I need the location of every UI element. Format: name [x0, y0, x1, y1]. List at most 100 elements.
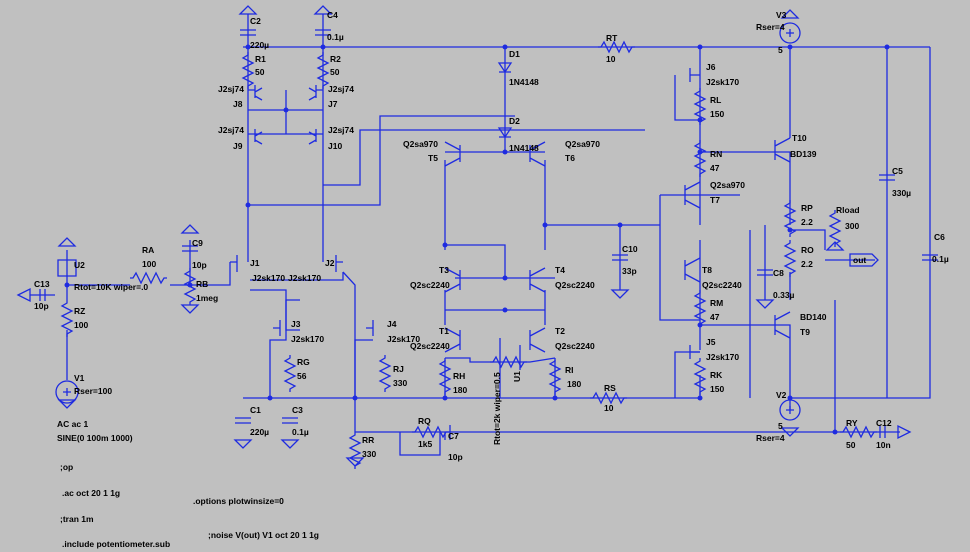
J2-model: J2sk170 — [288, 273, 321, 283]
RN-value: 47 — [710, 163, 720, 173]
RM-ref: RM — [710, 298, 723, 308]
resistor-symbols — [61, 41, 878, 470]
RP-ref: RP — [801, 203, 813, 213]
T2-ref: T2 — [555, 326, 565, 336]
RB-value: 1meg — [196, 293, 218, 303]
T4-model: Q2sc2240 — [555, 280, 595, 290]
directive-options: .options plotwinsize=0 — [193, 496, 284, 506]
ground-symbols — [16, 5, 912, 467]
RI-value: 180 — [567, 379, 581, 389]
J4-ref: J4 — [387, 319, 397, 329]
RH-value: 180 — [453, 385, 467, 395]
D1-ref: D1 — [509, 49, 520, 59]
C12-ref: C12 — [876, 418, 892, 428]
directive-include: .include potentiometer.sub — [62, 539, 170, 549]
C10-ref: C10 — [622, 244, 638, 254]
transistor-symbols — [57, 68, 791, 370]
RZ-ref: RZ — [74, 306, 85, 316]
RK-ref: RK — [710, 370, 723, 380]
T6-ref: T6 — [565, 153, 575, 163]
RO-ref: RO — [801, 245, 814, 255]
V3-ref: V3 — [776, 10, 787, 20]
RR-ref: RR — [362, 435, 374, 445]
D1-model: 1N4148 — [509, 77, 539, 87]
C1-value: 220µ — [250, 427, 269, 437]
J10-ref: J10 — [328, 141, 342, 151]
wires — [30, 14, 931, 456]
J9-model: J2sj74 — [218, 125, 244, 135]
C2-ref: C2 — [250, 16, 261, 26]
J3-ref: J3 — [291, 319, 301, 329]
C5-ref: C5 — [892, 166, 903, 176]
spice-directives[interactable]: ;op .ac oct 20 1 1g ;tran 1m .include po… — [60, 462, 319, 549]
RG-value: 56 — [297, 371, 307, 381]
T2-model: Q2sc2240 — [555, 341, 595, 351]
T9-model: BD140 — [800, 312, 827, 322]
RY-value: 50 — [846, 440, 856, 450]
V3-value: 5 — [778, 45, 783, 55]
RL-value: 150 — [710, 109, 724, 119]
V1-sine: SINE(0 100m 1000) — [57, 433, 133, 443]
C7-value: 10p — [448, 452, 463, 462]
T3-model: Q2sc2240 — [410, 280, 450, 290]
J10-model: J2sj74 — [328, 125, 354, 135]
T1-model: Q2sc2240 — [410, 341, 450, 351]
RY-ref: RY — [846, 418, 858, 428]
D2-model: 1N4148 — [509, 143, 539, 153]
RM-value: 47 — [710, 312, 720, 322]
U1-value: Rtot=2k wiper=0.5 — [492, 372, 502, 445]
RK-value: 150 — [710, 384, 724, 394]
RQ-ref: RQ — [418, 416, 431, 426]
T3-ref: T3 — [439, 265, 449, 275]
T1-ref: T1 — [439, 326, 449, 336]
J9-ref: J9 — [233, 141, 243, 151]
C3-ref: C3 — [292, 405, 303, 415]
C6-ref: C6 — [934, 232, 945, 242]
out-label-flag — [849, 253, 879, 267]
J5-model: J2sk170 — [706, 352, 739, 362]
C2-value: 220µ — [250, 40, 269, 50]
R1-value: 50 — [255, 67, 265, 77]
voltage-sources — [55, 22, 801, 421]
directive-tran: ;tran 1m — [60, 514, 94, 524]
J2-ref: J2 — [325, 258, 335, 268]
T6-model: Q2sa970 — [565, 139, 600, 149]
C4-ref: C4 — [327, 10, 338, 20]
C5-value: 330µ — [892, 188, 911, 198]
J3-model: J2sk170 — [291, 334, 324, 344]
J4-model: J2sk170 — [387, 334, 420, 344]
C8-ref: C8 — [773, 268, 784, 278]
J8-model: J2sj74 — [218, 84, 244, 94]
R2-value: 50 — [330, 67, 340, 77]
RA-value: 100 — [142, 259, 156, 269]
RG-ref: RG — [297, 357, 310, 367]
V1-ac: AC ac 1 — [57, 419, 88, 429]
J1-ref: J1 — [250, 258, 260, 268]
U1-ref: U1 — [512, 371, 522, 382]
out-net-label: out — [853, 255, 866, 265]
J1-model: J2sk170 — [252, 273, 285, 283]
directive-op: ;op — [60, 462, 73, 472]
T10-model: BD139 — [790, 149, 817, 159]
J7-model: J2sj74 — [328, 84, 354, 94]
C12-value: 10n — [876, 440, 891, 450]
RA-ref: RA — [142, 245, 154, 255]
RJ-value: 330 — [393, 378, 407, 388]
J7-ref: J7 — [328, 99, 338, 109]
V2-extra: Rser=4 — [756, 433, 785, 443]
RP-value: 2.2 — [801, 217, 813, 227]
R1-ref: R1 — [255, 54, 266, 64]
diode-symbols — [497, 62, 513, 139]
T7-ref: T7 — [710, 195, 720, 205]
C13-ref: C13 — [34, 279, 50, 289]
C10-value: 33p — [622, 266, 637, 276]
T7-model: Q2sa970 — [710, 180, 745, 190]
U2-value: Rtot=10K wiper=.0 — [74, 282, 148, 292]
RB-ref: RB — [196, 279, 208, 289]
C13-value: 10p — [34, 301, 49, 311]
RL-ref: RL — [710, 95, 721, 105]
Rload-value: 300 — [845, 221, 859, 231]
C9-ref: C9 — [192, 238, 203, 248]
V2-value: 5 — [778, 421, 783, 431]
